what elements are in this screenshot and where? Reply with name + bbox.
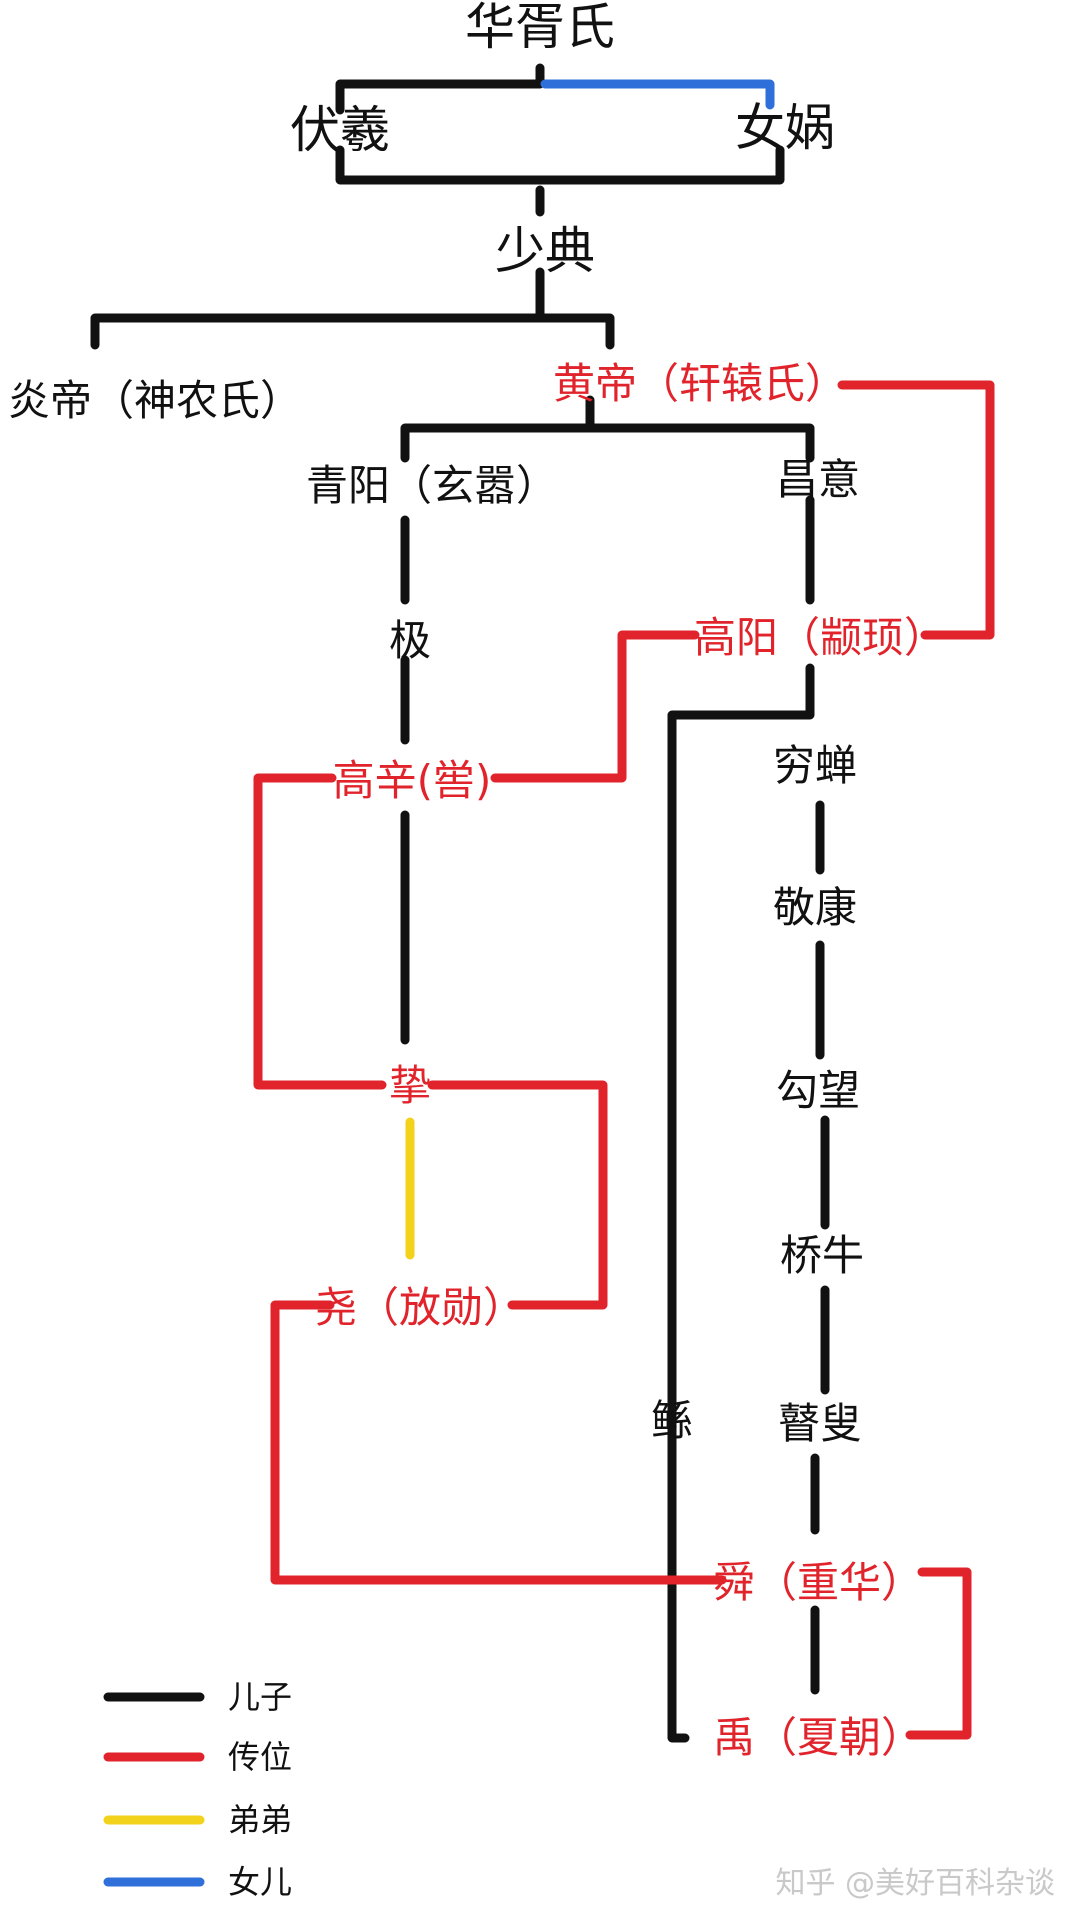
node-qiaoniu: 桥牛 (780, 1231, 864, 1280)
connector-gaoxin-zhi-succession (253, 773, 387, 1090)
legend-label-daughter: 女儿 (228, 1863, 292, 1901)
node-yandi: 炎帝（神农氏） (8, 376, 302, 425)
legend: 儿子 传位 弟弟 女儿 (103, 1678, 292, 1901)
legend-label-son: 儿子 (228, 1678, 292, 1716)
node-nuwa: 女娲 (735, 99, 835, 157)
node-jingkang: 敬康 (773, 883, 857, 932)
connector-shaodian-children (90, 267, 615, 350)
node-huangdi: 黄帝（轩辕氏） (553, 359, 847, 408)
node-qiongchan: 穷蝉 (773, 741, 857, 790)
connector-zhi-yao-succession (427, 1080, 608, 1310)
node-gaoyang: 高阳（颛顼） (694, 613, 946, 662)
connector-huaxu-fuxi (335, 63, 545, 115)
node-gouwang: 勾望 (776, 1066, 860, 1115)
succession-connectors (253, 380, 995, 1740)
connector-gaoyang-gun-bracket (667, 663, 815, 1743)
node-huaxu: 华胥氏 (465, 0, 615, 56)
node-yao: 尧（放勋） (315, 1283, 525, 1332)
connector-gaoyang-gaoxin (490, 630, 700, 783)
node-ji: 极 (389, 616, 431, 665)
node-changyi: 昌意 (776, 455, 860, 504)
connector-huaxu-nuwa-daughter (540, 79, 775, 110)
node-labels: 华胥氏 伏羲 女娲 少典 炎帝（神农氏） 黄帝（轩辕氏） 青阳（玄嚣） 昌意 极… (8, 0, 946, 1762)
node-fuxi: 伏羲 (290, 101, 390, 159)
node-gusou: 瞽叟 (778, 1399, 862, 1448)
son-connectors (90, 63, 830, 1743)
node-shaodian: 少典 (495, 222, 595, 280)
node-gun: 鲧 (651, 1396, 693, 1445)
connector-shun-yu-succession (905, 1567, 972, 1740)
watermark: 知乎 @美好百科杂谈 (775, 1866, 1055, 1901)
connector-huangdi-gaoyang (837, 380, 995, 640)
connector-huangdi-children (400, 395, 815, 463)
connector-yao-shun (270, 1300, 727, 1585)
legend-label-younger-brother: 弟弟 (228, 1801, 292, 1839)
node-yu: 禹（夏朝） (713, 1713, 923, 1762)
node-gaoxin: 高辛(喾) (333, 756, 492, 805)
legend-label-succession: 传位 (228, 1738, 292, 1776)
node-qingyang: 青阳（玄嚣） (306, 461, 558, 510)
node-shun: 舜（重华） (713, 1558, 923, 1607)
node-zhi: 挚 (389, 1061, 431, 1110)
connector-fuxi-nuwa-bracket (335, 145, 785, 185)
